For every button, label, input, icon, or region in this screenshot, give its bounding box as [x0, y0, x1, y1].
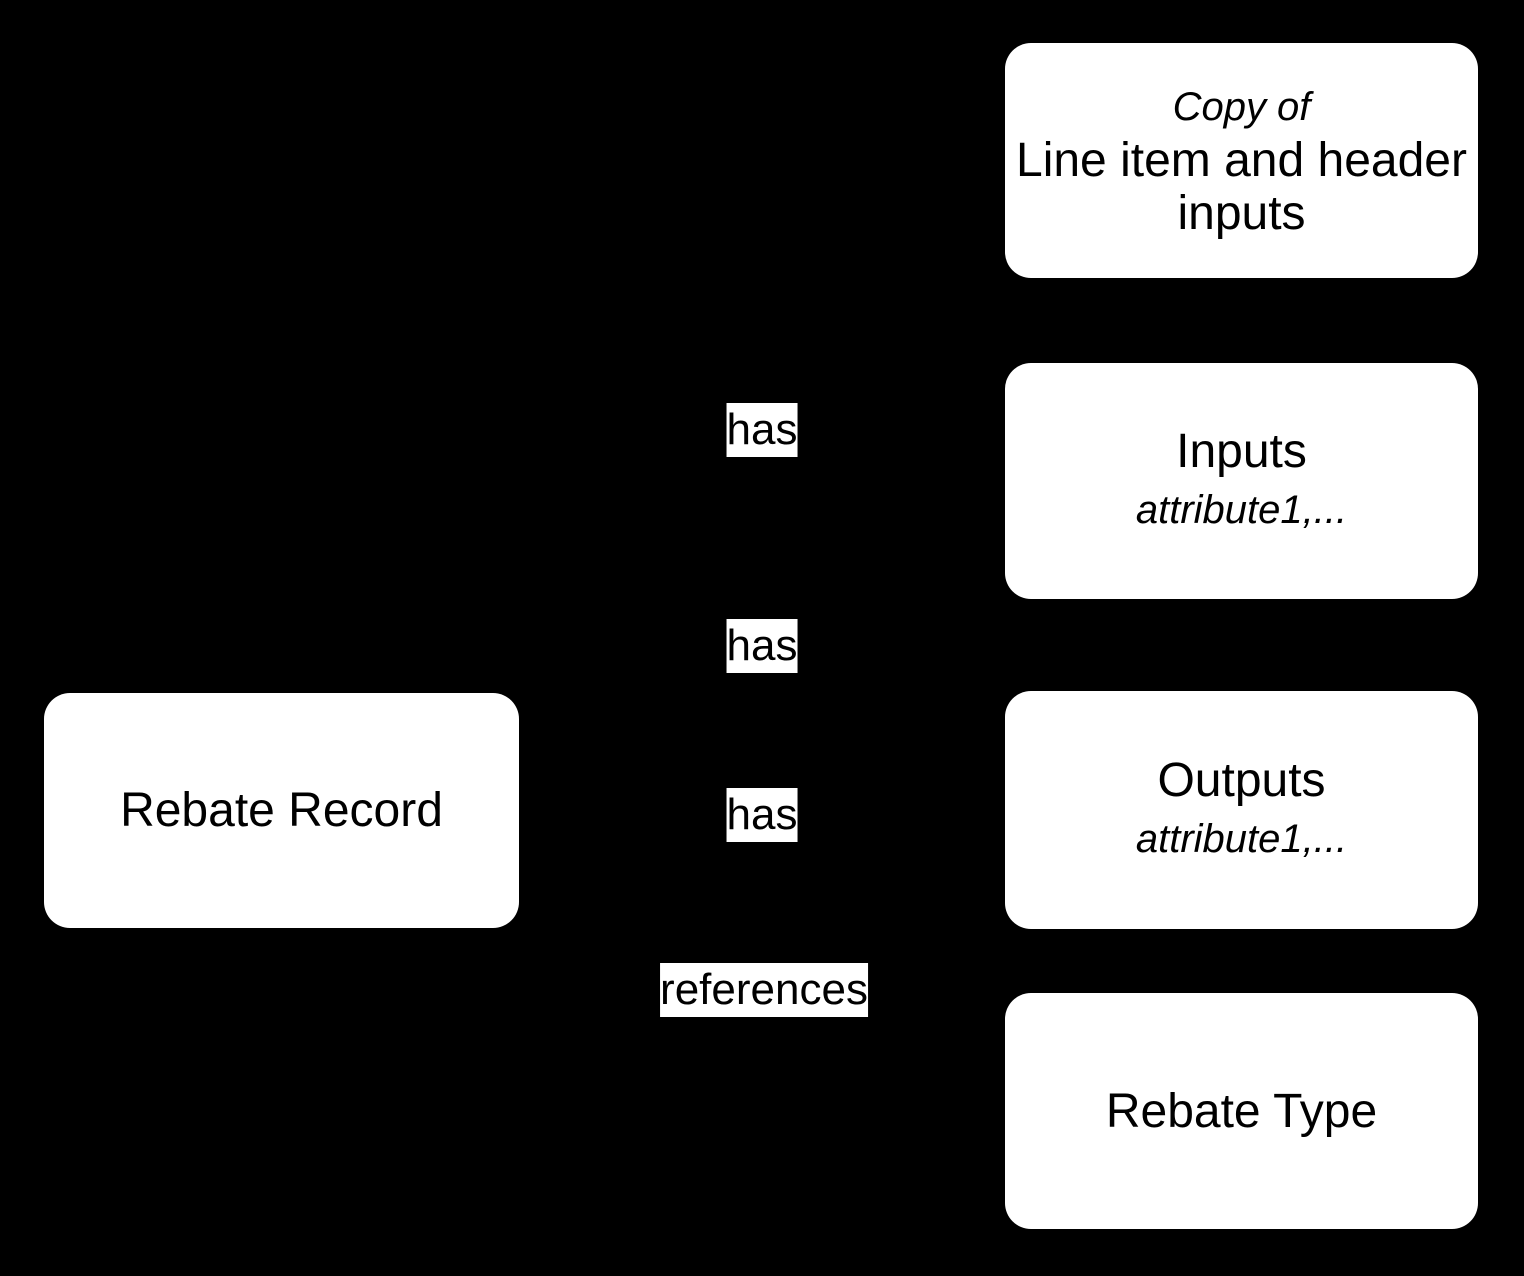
edge-label-references-rebate-type: references [660, 963, 868, 1017]
node-copy-title: Line item and header inputs [1016, 134, 1467, 240]
node-copy-of-line-item-and-header-inputs: Copy of Line item and header inputs [1005, 43, 1478, 278]
node-rebate-type: Rebate Type [1005, 993, 1478, 1229]
node-rebate-type-title: Rebate Type [1105, 1084, 1378, 1138]
edge-label-has-copy: has [726, 403, 798, 457]
edge-rebate-record-has-inputs [518, 479, 1006, 777]
edge-label-has-outputs: has [726, 788, 798, 842]
node-outputs: Outputs attribute1,... [1005, 691, 1478, 929]
node-inputs-attributes: attribute1,... [1135, 488, 1348, 532]
node-inputs: Inputs attribute1,... [1005, 363, 1478, 599]
node-copy-subtitle: Copy of [1172, 85, 1311, 129]
node-inputs-title: Inputs [1176, 425, 1307, 478]
edge-rebate-record-has-copy [518, 158, 1006, 743]
node-rebate-record-title: Rebate Record [120, 784, 443, 837]
edge-label-has-inputs: has [726, 619, 798, 673]
node-outputs-title: Outputs [1157, 754, 1326, 807]
node-rebate-record: Rebate Record [44, 693, 519, 928]
node-outputs-attributes: attribute1,... [1135, 817, 1348, 861]
